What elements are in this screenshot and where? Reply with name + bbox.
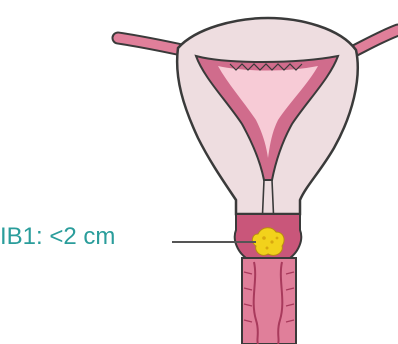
stage-label: IB1: <2 cm — [0, 222, 115, 252]
vaginal-canal — [242, 258, 296, 344]
right-fallopian-tube — [352, 30, 398, 52]
left-fallopian-tube — [118, 38, 182, 50]
